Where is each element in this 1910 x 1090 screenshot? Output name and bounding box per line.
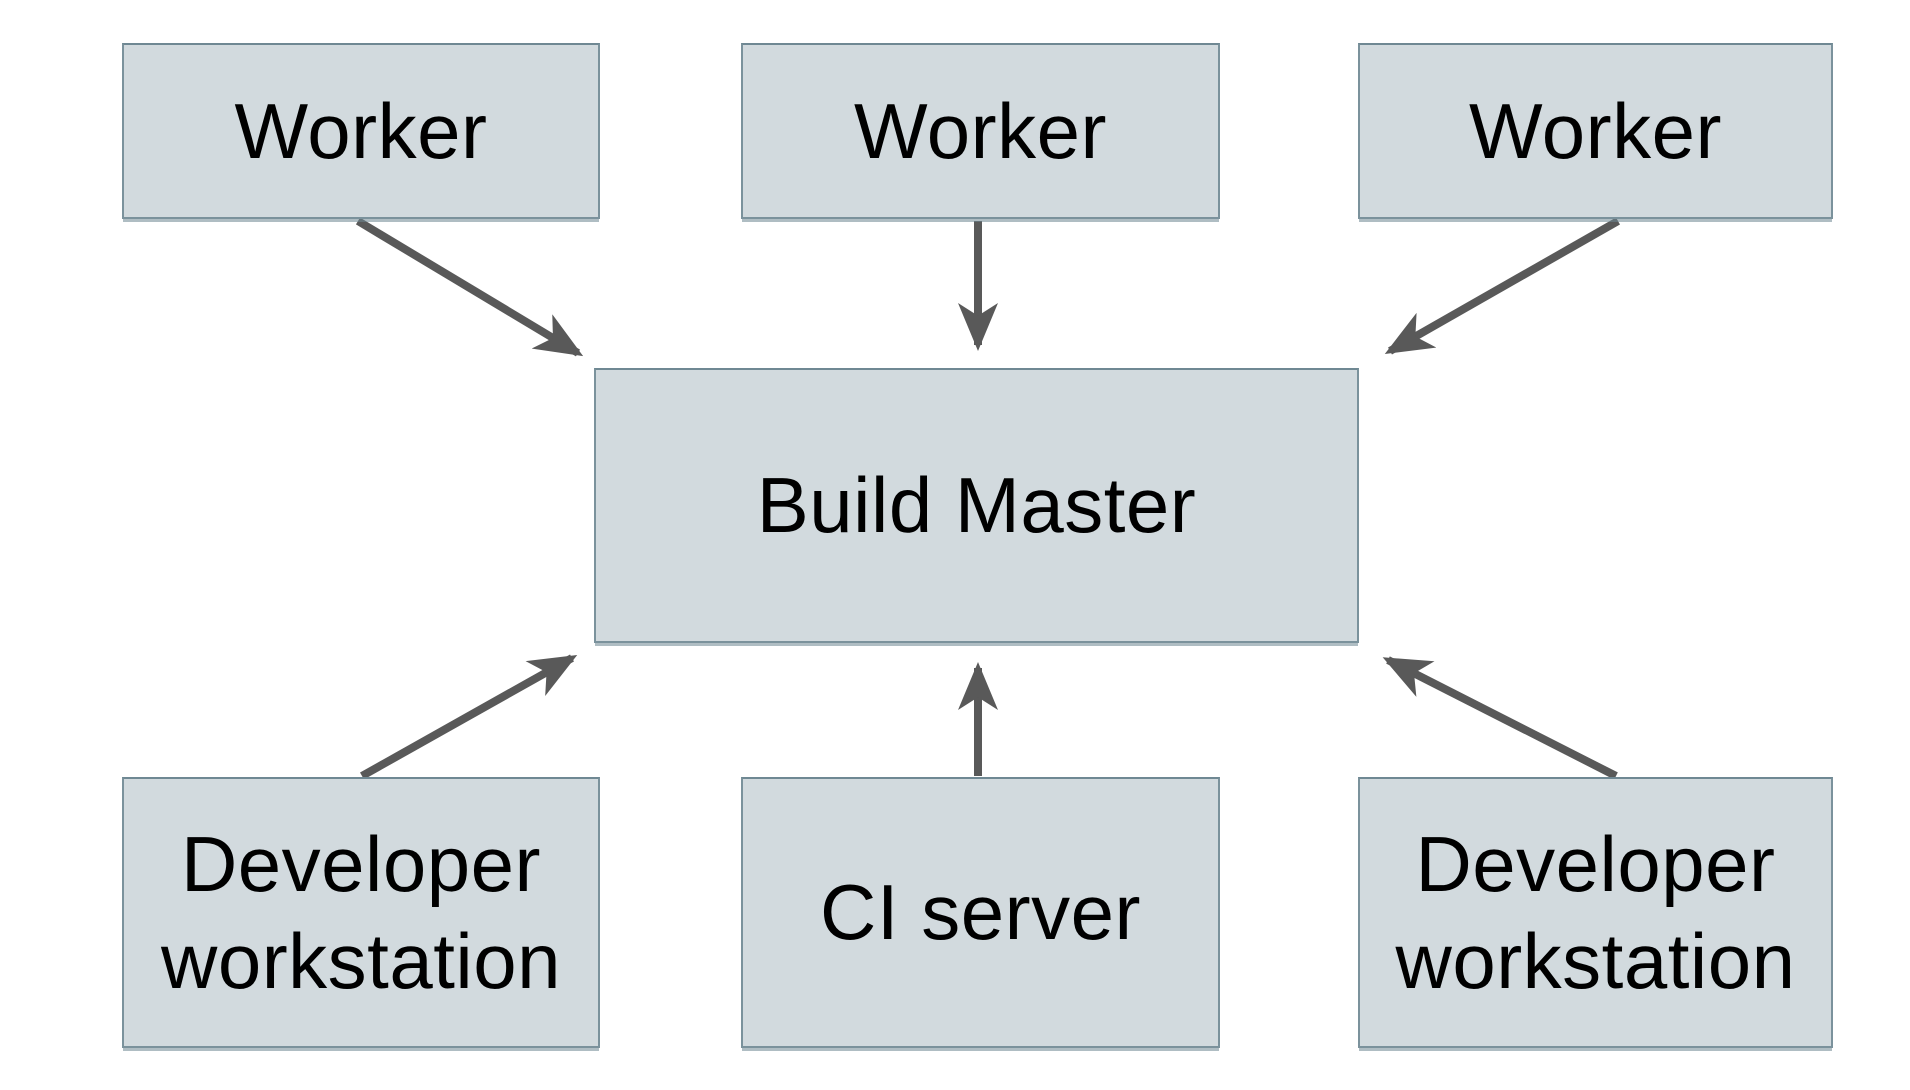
node-worker-3: Worker: [1358, 43, 1833, 219]
edge-worker1-to-buildmaster: [355, 217, 584, 357]
node-worker-1-label: Worker: [234, 86, 488, 175]
node-build-master: Build Master: [594, 368, 1359, 643]
edge-devworkstation1-to-buildmaster: [360, 654, 578, 780]
node-worker-1: Worker: [122, 43, 600, 219]
node-ci-server: CI server: [741, 777, 1220, 1048]
node-worker-3-label: Worker: [1469, 86, 1722, 175]
node-build-master-label: Build Master: [756, 461, 1197, 550]
edge-worker3-to-buildmaster: [1384, 217, 1620, 355]
node-developer-workstation-2-label: Developer workstation: [1395, 819, 1796, 1005]
node-developer-workstation-2: Developer workstation: [1358, 777, 1833, 1048]
node-developer-workstation-1-label: Developer workstation: [161, 819, 561, 1005]
node-worker-2: Worker: [741, 43, 1220, 219]
node-developer-workstation-1: Developer workstation: [122, 777, 600, 1048]
node-worker-2-label: Worker: [854, 86, 1107, 175]
node-ci-server-label: CI server: [820, 868, 1141, 957]
edge-devworkstation2-to-buildmaster: [1382, 656, 1618, 780]
